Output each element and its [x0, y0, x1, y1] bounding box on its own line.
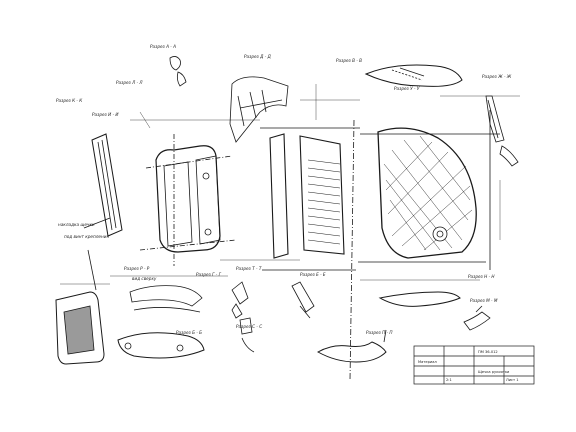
section-a-a-part [169, 56, 187, 87]
section-label-r-r: Разрез Р - Р [124, 266, 150, 271]
title-block-material: Материал [418, 360, 437, 364]
section-label-e-e: Разрез Е - Е [300, 272, 326, 277]
section-e-e-part [291, 281, 315, 319]
section-label-a-a: Разрез А - А [150, 44, 176, 49]
section-label-s-s: Разрез С - С [236, 324, 262, 329]
note-screw-hole: под винт крепления [64, 234, 109, 239]
section-label-i-i: Разрез И - И [92, 112, 119, 117]
title-block-name: Щечка рукоятки [478, 370, 510, 374]
section-b-b-part [117, 332, 205, 359]
section-p-p-part [316, 329, 387, 363]
grip-panel-side-view [260, 119, 360, 381]
title-block-scale: 2:1 [446, 378, 452, 382]
section-label-l-l: Разрез Л - Л [116, 80, 143, 85]
section-t-t-part [239, 317, 255, 353]
section-m-m-part [378, 291, 461, 307]
title-block-designation: ПМ 36-012 [478, 350, 498, 354]
section-n-n-part [463, 305, 491, 331]
section-label-m-m: Разрез М - М [470, 298, 498, 303]
section-label-d-d: Разрез Д - Д [244, 54, 272, 59]
section-k-k-part [83, 133, 123, 291]
section-b-b-top-part [364, 64, 463, 87]
section-label-g-g: Разрез Г - Г [196, 272, 222, 277]
grip-panel-checkered-view [358, 110, 500, 270]
title-block-sheet: Лист 1 [506, 378, 519, 382]
section-l-l-part [231, 281, 249, 319]
dimension-lines [60, 84, 520, 285]
section-zh-zh-part [485, 95, 519, 167]
section-g-g-part [129, 285, 203, 313]
grip-panel-front-view [139, 134, 237, 266]
section-label-b-b: Разрез Б - Б [176, 330, 202, 335]
section-label-u-u: Разрез У - У [394, 86, 420, 91]
section-label-n-n: Разрез Н - Н [468, 274, 495, 279]
title-block [413, 345, 535, 385]
section-label-zh-zh: Разрез Ж - Ж [482, 74, 512, 79]
section-label-k-k: Разрез К - К [56, 98, 83, 103]
grip-panel-hatched-small [55, 291, 105, 365]
note-grip-overlay: накладка щечки [58, 222, 95, 227]
section-label-p-p: Разрез П - П [366, 330, 393, 335]
section-label-b-b-top: Разрез В - В [336, 58, 362, 63]
section-label-t-t: Разрез Т - Т [236, 266, 262, 271]
section-d-d-part [229, 76, 289, 143]
note-top-view: вид сверху [132, 276, 157, 281]
